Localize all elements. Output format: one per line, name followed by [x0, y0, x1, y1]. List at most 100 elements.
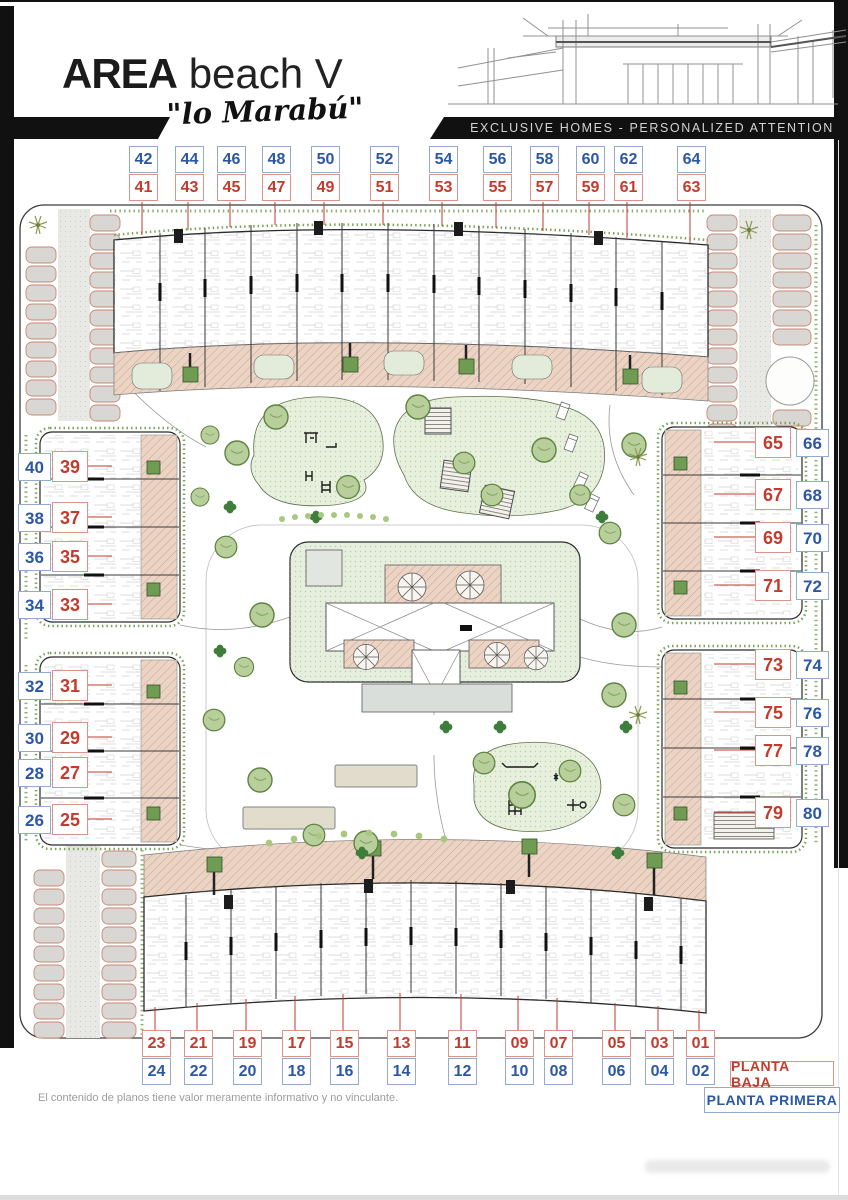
unit-18: 18 [282, 1058, 311, 1085]
unit-13: 13 [387, 1030, 416, 1057]
unit-23: 23 [142, 1030, 171, 1057]
unit-28: 28 [18, 759, 51, 787]
unit-44: 44 [175, 146, 204, 173]
unit-36: 36 [18, 543, 51, 571]
unit-65: 65 [755, 427, 791, 458]
brand-logo: AREA beach V [62, 50, 343, 98]
unit-24: 24 [142, 1058, 171, 1085]
roundabout [765, 356, 815, 406]
unit-39: 39 [52, 451, 88, 482]
unit-10: 10 [505, 1058, 534, 1085]
unit-74: 74 [796, 651, 829, 679]
brand-logo-bold: AREA [62, 50, 178, 97]
unit-59: 59 [576, 174, 605, 201]
unit-29: 29 [52, 722, 88, 753]
top-rule [0, 0, 848, 2]
unit-11: 11 [448, 1030, 477, 1057]
unit-77: 77 [755, 735, 791, 766]
unit-55: 55 [483, 174, 512, 201]
unit-17: 17 [282, 1030, 311, 1057]
unit-40: 40 [18, 453, 51, 481]
unit-58: 58 [530, 146, 559, 173]
unit-70: 70 [796, 524, 829, 552]
unit-71: 71 [755, 570, 791, 601]
shrub-dots [265, 512, 448, 847]
unit-02: 02 [686, 1058, 715, 1085]
unit-54: 54 [429, 146, 458, 173]
unit-34: 34 [18, 591, 51, 619]
unit-56: 56 [483, 146, 512, 173]
unit-08: 08 [544, 1058, 573, 1085]
unit-07: 07 [544, 1030, 573, 1057]
unit-16: 16 [330, 1058, 359, 1085]
unit-76: 76 [796, 699, 829, 727]
unit-63: 63 [677, 174, 706, 201]
right-black-bar [834, 0, 848, 868]
petanque-courts [242, 764, 418, 830]
unit-53: 53 [429, 174, 458, 201]
disclaimer-text: El contenido de planos tiene valor meram… [38, 1092, 399, 1104]
unit-21: 21 [184, 1030, 213, 1057]
unit-09: 09 [505, 1030, 534, 1057]
unit-62: 62 [614, 146, 643, 173]
banner-bar-left [0, 117, 170, 139]
unit-12: 12 [448, 1058, 477, 1085]
garden-top-right [393, 395, 606, 520]
central-amenity [289, 541, 581, 713]
unit-72: 72 [796, 572, 829, 600]
brand-tagline: "lo Marabú" [165, 90, 365, 132]
banner-bar-right: EXCLUSIVE HOMES - PERSONALIZED ATTENTION [430, 117, 848, 139]
unit-30: 30 [18, 724, 51, 752]
unit-52: 52 [370, 146, 399, 173]
unit-22: 22 [184, 1058, 213, 1085]
unit-46: 46 [217, 146, 246, 173]
unit-51: 51 [370, 174, 399, 201]
unit-33: 33 [52, 589, 88, 620]
brand-logo-light: beach V [188, 50, 343, 97]
unit-42: 42 [129, 146, 158, 173]
unit-80: 80 [796, 799, 829, 827]
bottom-gray-strip [0, 1195, 848, 1200]
unit-79: 79 [755, 797, 791, 828]
unit-50: 50 [311, 146, 340, 173]
unit-35: 35 [52, 541, 88, 572]
unit-04: 04 [645, 1058, 674, 1085]
unit-64: 64 [677, 146, 706, 173]
unit-57: 57 [530, 174, 559, 201]
parking-top-left [25, 209, 121, 422]
unit-38: 38 [18, 504, 51, 532]
watermark [645, 1160, 830, 1173]
unit-25: 25 [52, 804, 88, 835]
unit-26: 26 [18, 806, 51, 834]
unit-60: 60 [576, 146, 605, 173]
unit-32: 32 [18, 672, 51, 700]
unit-49: 49 [311, 174, 340, 201]
parking-bottom-left [33, 845, 137, 1039]
parking-top-right [706, 209, 815, 454]
unit-37: 37 [52, 502, 88, 533]
unit-66: 66 [796, 429, 829, 457]
housing-row-bottom [143, 838, 707, 1014]
unit-43: 43 [175, 174, 204, 201]
page-edge-line [838, 140, 839, 1195]
unit-61: 61 [614, 174, 643, 201]
unit-31: 31 [52, 670, 88, 701]
banner-text: EXCLUSIVE HOMES - PERSONALIZED ATTENTION [470, 121, 834, 135]
unit-01: 01 [686, 1030, 715, 1057]
left-black-bar [0, 6, 14, 1048]
unit-69: 69 [755, 522, 791, 553]
unit-47: 47 [262, 174, 291, 201]
legend-planta-primera: PLANTA PRIMERA [704, 1087, 840, 1113]
unit-48: 48 [262, 146, 291, 173]
unit-14: 14 [387, 1058, 416, 1085]
unit-15: 15 [330, 1030, 359, 1057]
unit-73: 73 [755, 649, 791, 680]
legend-planta-baja: PLANTA BAJA [730, 1058, 834, 1090]
unit-78: 78 [796, 737, 829, 765]
playground-icons [304, 432, 337, 493]
unit-75: 75 [755, 697, 791, 728]
unit-19: 19 [233, 1030, 262, 1057]
unit-27: 27 [52, 757, 88, 788]
unit-connector-lines [85, 202, 759, 1030]
